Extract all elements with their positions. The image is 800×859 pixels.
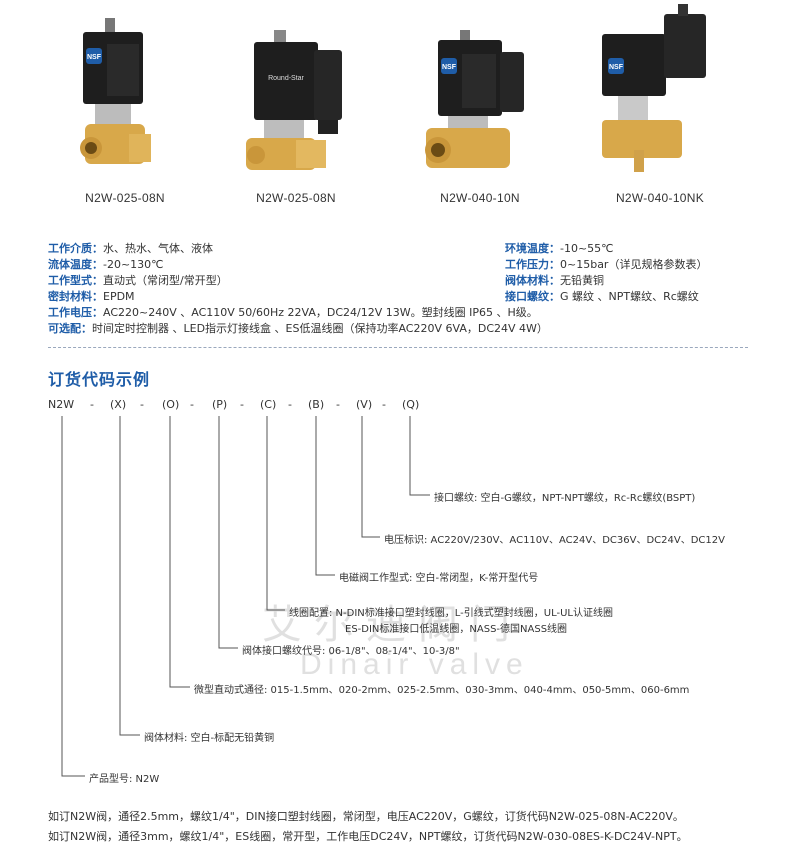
code-prefix: N2W [48, 398, 75, 411]
product-card: NSF N2W-040-10N [380, 0, 580, 215]
spec-seal: 密封材料：EPDM [48, 290, 135, 303]
code-b: (B) [308, 398, 325, 411]
code-dash: - [382, 398, 386, 411]
product-model: N2W-040-10NK [615, 191, 705, 205]
code-dash: - [288, 398, 292, 411]
svg-text:NSF: NSF [609, 64, 624, 71]
spec-body-material: 阀体材料：无铅黄铜 [505, 274, 604, 287]
code-dash: - [140, 398, 144, 411]
product-model: N2W-025-08N [85, 191, 165, 205]
spec-fluid-temp: 流体温度：-20~130℃ [48, 258, 164, 271]
label-thread: 接口螺纹: 空白-G螺纹，NPT-NPT螺纹，Rc-Rc螺纹(BSPT) [434, 493, 696, 504]
solenoid-valve-din-icon: Round-Star [246, 30, 342, 170]
product-card: NSF N2W-025-08N [25, 0, 225, 215]
solenoid-valve-din-icon: NSF [602, 4, 706, 172]
label-orifice: 微型直动式通径: 015-1.5mm、020-2mm、025-2.5mm、030… [194, 685, 690, 696]
svg-text:Round-Star: Round-Star [268, 75, 304, 82]
label-coil-config-2: ES-DIN标准接口低温线圈，NASS-德国NASS线圈 [345, 624, 568, 635]
watermark-en: Dinair valve [300, 648, 529, 681]
code-o: (O) [162, 398, 180, 411]
section-title: 订货代码示例 [48, 370, 151, 389]
product-card: Round-Star N2W-025-08N [196, 0, 396, 215]
spec-voltage: 工作电压：AC220~240V 、AC110V 50/60Hz 22VA，DC2… [48, 306, 538, 319]
code-dash: - [190, 398, 194, 411]
code-c: (C) [260, 398, 277, 411]
spec-medium: 工作介质：水、热水、气体、液体 [48, 242, 213, 255]
label-body-material: 阀体材料: 空白-标配无铅黄铜 [144, 733, 275, 744]
label-coil-config: 线圈配置: N-DIN标准接口塑封线圈，L-引线式塑封线圈，UL-UL认证线圈 [289, 608, 613, 619]
code-dash: - [240, 398, 244, 411]
example-line: 如订N2W阀，通径2.5mm，螺纹1/4"，DIN接口塑封线圈，常闭型，电压AC… [48, 810, 684, 823]
svg-text:NSF: NSF [442, 64, 457, 71]
product-model: N2W-025-08N [256, 191, 336, 205]
spec-type: 工作型式：直动式（常闭型/常开型） [48, 274, 228, 287]
watermark-cn: 艾尔迪阀门 [262, 603, 522, 647]
spec-pressure: 工作压力：0~15bar（详见规格参数表） [505, 258, 708, 271]
spec-ambient-temp: 环境温度：-10~55℃ [505, 242, 614, 255]
code-x: (X) [110, 398, 127, 411]
product-card: NSF N2W-040-10NK [560, 0, 760, 215]
solenoid-valve-icon: NSF [80, 18, 151, 164]
label-voltage: 电压标识: AC220V/230V、AC110V、AC24V、DC36V、DC2… [384, 535, 725, 546]
label-product-model: 产品型号: N2W [89, 774, 160, 785]
divider [48, 347, 748, 348]
product-model: N2W-040-10N [440, 191, 520, 205]
spec-options: 可选配：时间定时控制器 、LED指示灯接线盒 、ES低温线圈（保持功率AC220… [48, 322, 548, 335]
code-q: (Q) [402, 398, 420, 411]
example-line: 如订N2W阀，通径3mm，螺纹1/4"，ES线圈，常开型，工作电压DC24V，N… [48, 830, 688, 843]
solenoid-valve-icon: NSF [425, 30, 524, 168]
code-v: (V) [356, 398, 373, 411]
label-valve-type: 电磁阀工作型式: 空白-常闭型，K-常开型代号 [339, 573, 539, 584]
code-p: (P) [212, 398, 228, 411]
svg-text:NSF: NSF [87, 54, 102, 61]
spec-thread: 接口螺纹：G 螺纹 、NPT螺纹、Rc螺纹 [505, 290, 699, 303]
code-dash: - [336, 398, 340, 411]
code-dash: - [90, 398, 94, 411]
label-port-thread: 阀体接口螺纹代号: 06-1/8"、08-1/4"、10-3/8" [242, 646, 460, 657]
